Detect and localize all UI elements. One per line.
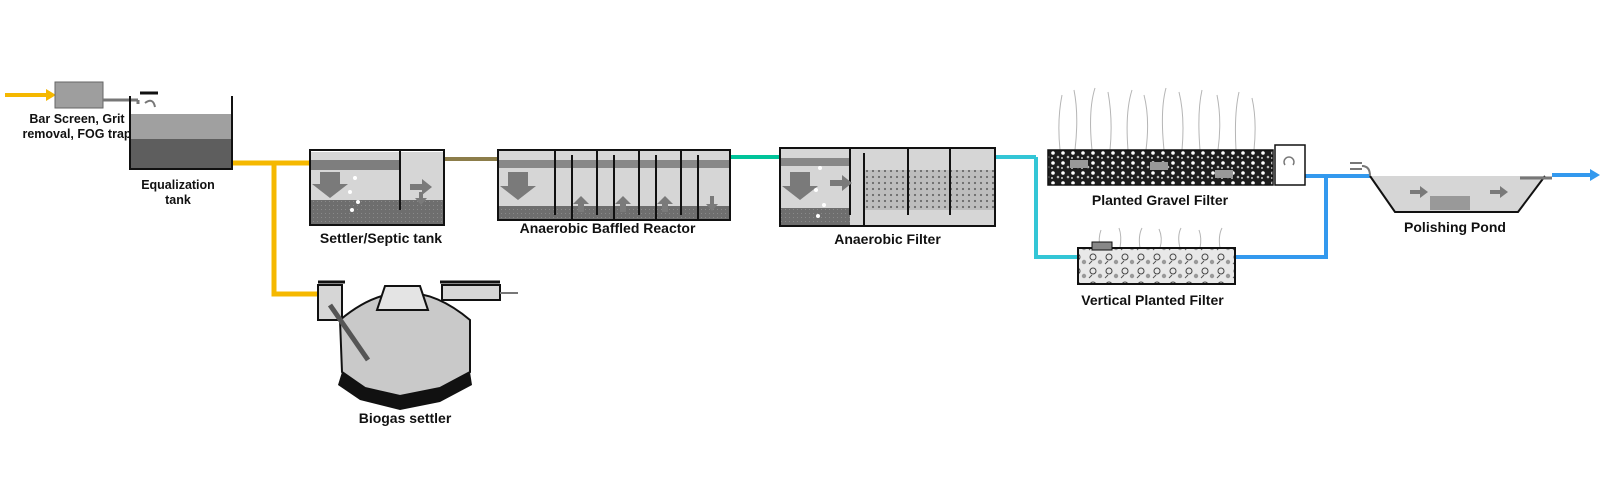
anaerobic-filter-label: Anaerobic Filter	[834, 231, 941, 247]
bar-screen-unit	[54, 81, 140, 109]
settler-septic-tank-label: Settler/Septic tank	[319, 230, 443, 246]
biogas-settler-label: Biogas settler	[358, 410, 452, 426]
settler-septic-tank	[309, 149, 445, 226]
biogas-settler	[317, 280, 518, 410]
anaerobic-baffled-reactor-label: Anaerobic Baffled Reactor	[519, 220, 696, 236]
anaerobic-filter	[779, 147, 996, 227]
vertical-planted-filter	[1077, 227, 1236, 285]
inflow-arrow	[46, 89, 56, 101]
planted-gravel-filter-label: Planted Gravel Filter	[1091, 192, 1229, 208]
polishing-pond-label: Polishing Pond	[1404, 219, 1506, 235]
polishing-pond	[1350, 162, 1552, 213]
anaerobic-baffled-reactor	[497, 149, 731, 221]
outflow-arrow	[1590, 169, 1600, 181]
bar-screen-label: Bar Screen, Grit removal, FOG trap	[22, 112, 132, 141]
equalization-tank	[129, 91, 233, 170]
planted-gravel-filter	[1047, 87, 1306, 186]
equalization-tank-label: Equalization tank	[141, 178, 215, 207]
pipes	[5, 89, 1600, 297]
vertical-planted-filter-label: Vertical Planted Filter	[1081, 292, 1224, 308]
pipe-af-to-vertical-filter	[1034, 157, 1078, 259]
pipe-vertical-to-pond	[1235, 176, 1328, 259]
pipe-to-biogas-settler	[271, 163, 318, 297]
